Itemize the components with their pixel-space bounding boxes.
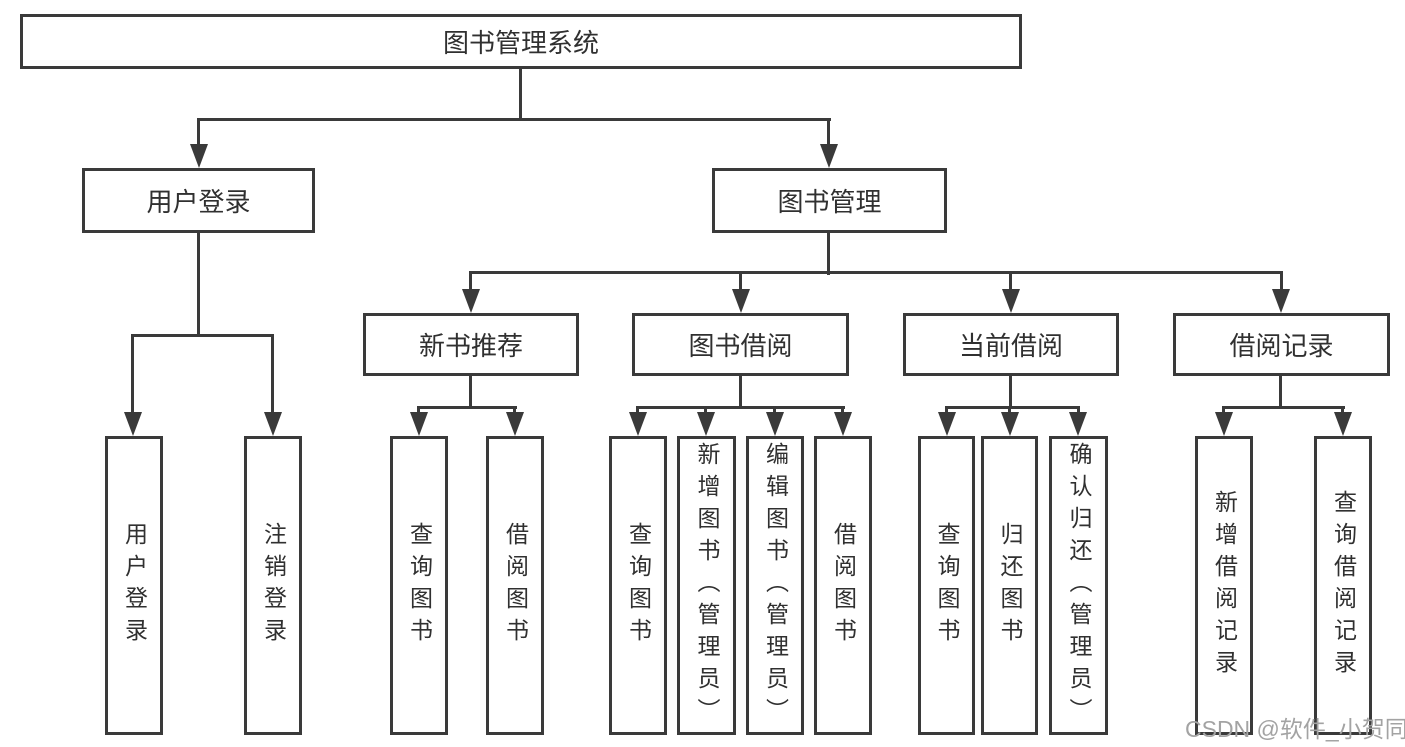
- leaf-logout: 注销登录: [244, 436, 302, 735]
- connector-hline: [131, 334, 274, 337]
- node-new-books-label: 新书推荐: [418, 331, 523, 361]
- connector-vline: [841, 406, 844, 416]
- arrowhead-icon: [506, 412, 524, 436]
- arrowhead-icon: [834, 412, 852, 436]
- connector-vline: [197, 118, 200, 148]
- connector-vline: [513, 406, 516, 416]
- connector-vline: [271, 334, 274, 416]
- connector-hline: [417, 406, 517, 409]
- arrowhead-icon: [462, 289, 480, 313]
- connector-vline: [773, 406, 776, 416]
- connector-vline: [827, 233, 830, 275]
- node-current: 当前借阅: [903, 313, 1119, 376]
- leaf-label: 借阅图书: [502, 521, 529, 650]
- leaf-label: 查询图书: [934, 521, 960, 650]
- node-user-login: 用户登录: [82, 168, 315, 233]
- leaf-label: 确认归还（管理员）: [1066, 441, 1092, 730]
- leaf-user-login: 用户登录: [105, 436, 163, 735]
- node-borrow-label: 图书借阅: [688, 331, 793, 361]
- connector-vline: [131, 334, 134, 416]
- connector-vline: [1009, 376, 1012, 409]
- leaf-query-books-2: 查询图书: [609, 436, 667, 735]
- node-root: 图书管理系统: [20, 14, 1022, 69]
- node-records: 借阅记录: [1173, 313, 1390, 376]
- connector-vline: [1077, 406, 1080, 416]
- node-new-books: 新书推荐: [363, 313, 579, 376]
- leaf-label: 归还图书: [997, 521, 1023, 650]
- arrowhead-icon: [1069, 412, 1087, 436]
- connector-hline: [945, 406, 1080, 409]
- node-borrow: 图书借阅: [632, 313, 849, 376]
- arrowhead-icon: [1272, 289, 1290, 313]
- connector-vline: [417, 406, 420, 416]
- leaf-label: 借阅图书: [830, 521, 857, 650]
- leaf-borrow-books-1: 借阅图书: [486, 436, 544, 735]
- connector-hline: [197, 118, 831, 121]
- leaf-return-books: 归还图书: [981, 436, 1038, 735]
- node-root-label: 图书管理系统: [442, 28, 599, 58]
- node-records-label: 借阅记录: [1229, 331, 1334, 361]
- arrowhead-icon: [938, 412, 956, 436]
- arrowhead-icon: [732, 289, 750, 313]
- leaf-label: 新增图书（管理员）: [694, 441, 720, 730]
- connector-vline: [469, 271, 472, 293]
- connector-hline: [636, 406, 845, 409]
- connector-vline: [1008, 406, 1011, 416]
- leaf-edit-books-admin: 编辑图书（管理员）: [746, 436, 804, 735]
- leaf-query-books-1: 查询图书: [390, 436, 448, 735]
- connector-vline: [1280, 271, 1283, 293]
- connector-vline: [945, 406, 948, 416]
- connector-vline: [704, 406, 707, 416]
- connector-vline: [469, 376, 472, 409]
- connector-hline: [1222, 406, 1345, 409]
- leaf-label: 查询图书: [625, 521, 652, 650]
- leaf-add-borrow-record: 新增借阅记录: [1195, 436, 1253, 735]
- leaf-label: 查询图书: [406, 521, 433, 650]
- leaf-query-books-3: 查询图书: [918, 436, 975, 735]
- csdn-watermark: CSDN @软件_小贺同学: [1185, 716, 1405, 742]
- arrowhead-icon: [1001, 412, 1019, 436]
- leaf-borrow-books-2: 借阅图书: [814, 436, 872, 735]
- connector-vline: [1341, 406, 1344, 416]
- leaf-label: 新增借阅记录: [1211, 489, 1238, 682]
- node-book-mgmt-label: 图书管理: [777, 187, 882, 217]
- node-book-mgmt: 图书管理: [712, 168, 947, 233]
- leaf-label: 编辑图书（管理员）: [762, 441, 789, 730]
- arrowhead-icon: [1002, 289, 1020, 313]
- arrowhead-icon: [697, 412, 715, 436]
- arrowhead-icon: [264, 412, 282, 436]
- leaf-label: 注销登录: [260, 521, 287, 650]
- connector-vline: [739, 376, 742, 409]
- connector-vline: [1222, 406, 1225, 416]
- node-user-login-label: 用户登录: [146, 187, 251, 217]
- connector-vline: [636, 406, 639, 416]
- arrowhead-icon: [190, 144, 208, 168]
- arrowhead-icon: [124, 412, 142, 436]
- connector-vline: [827, 118, 830, 148]
- connector-vline: [519, 69, 522, 121]
- leaf-label: 查询借阅记录: [1330, 489, 1357, 682]
- arrowhead-icon: [1334, 412, 1352, 436]
- arrowhead-icon: [766, 412, 784, 436]
- leaf-label: 用户登录: [121, 521, 148, 650]
- leaf-confirm-return-admin: 确认归还（管理员）: [1049, 436, 1108, 735]
- node-current-label: 当前借阅: [958, 331, 1063, 361]
- leaf-add-books-admin: 新增图书（管理员）: [677, 436, 736, 735]
- leaf-query-borrow-record: 查询借阅记录: [1314, 436, 1372, 735]
- arrowhead-icon: [410, 412, 428, 436]
- connector-vline: [1279, 376, 1282, 409]
- connector-hline: [469, 271, 1283, 274]
- connector-vline: [197, 233, 200, 337]
- arrowhead-icon: [820, 144, 838, 168]
- arrowhead-icon: [1215, 412, 1233, 436]
- arrowhead-icon: [629, 412, 647, 436]
- connector-vline: [739, 271, 742, 293]
- connector-vline: [1009, 271, 1012, 293]
